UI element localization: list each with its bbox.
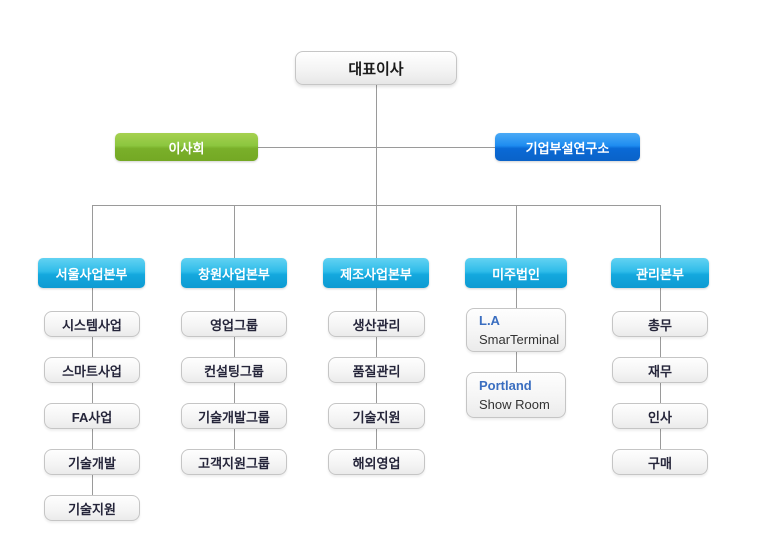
node-ceo: 대표이사 bbox=[295, 51, 457, 85]
node-division-americas: 미주법인 bbox=[465, 258, 567, 288]
connector-drop-seoul bbox=[92, 205, 93, 258]
node-unit: 생산관리 bbox=[328, 311, 425, 337]
node-division-manufacturing: 제조사업본부 bbox=[323, 258, 429, 288]
connector-drop-changwon bbox=[234, 205, 235, 258]
node-unit: FA사업 bbox=[44, 403, 140, 429]
node-unit: 컨설팅그룹 bbox=[181, 357, 287, 383]
node-unit: 기술개발그룹 bbox=[181, 403, 287, 429]
node-unit: 품질관리 bbox=[328, 357, 425, 383]
connector-level2 bbox=[258, 147, 495, 148]
connector-trunk bbox=[376, 85, 377, 205]
node-unit: 스마트사업 bbox=[44, 357, 140, 383]
connector-drop-manufacturing bbox=[376, 205, 377, 258]
unit-line1: Portland bbox=[479, 378, 532, 393]
node-division-management: 관리본부 bbox=[611, 258, 709, 288]
connector-drop-management bbox=[660, 205, 661, 258]
unit-line2: Show Room bbox=[479, 397, 550, 412]
node-unit: 고객지원그룹 bbox=[181, 449, 287, 475]
node-unit: 재무 bbox=[612, 357, 708, 383]
node-unit: 기술지원 bbox=[328, 403, 425, 429]
connector-drop-americas bbox=[516, 205, 517, 258]
node-unit: 인사 bbox=[612, 403, 708, 429]
node-unit-portland: Portland Show Room bbox=[466, 372, 566, 418]
node-board: 이사회 bbox=[115, 133, 258, 161]
unit-line1: L.A bbox=[479, 313, 500, 328]
node-unit-la: L.A SmarTerminal bbox=[466, 308, 566, 352]
node-unit: 총무 bbox=[612, 311, 708, 337]
connector-spine-seoul bbox=[92, 288, 93, 498]
node-unit: 기술개발 bbox=[44, 449, 140, 475]
node-unit: 기술지원 bbox=[44, 495, 140, 521]
node-unit: 영업그룹 bbox=[181, 311, 287, 337]
unit-line2: SmarTerminal bbox=[479, 332, 560, 347]
node-unit: 구매 bbox=[612, 449, 708, 475]
node-unit: 시스템사업 bbox=[44, 311, 140, 337]
node-research-institute: 기업부설연구소 bbox=[495, 133, 640, 161]
node-division-changwon: 창원사업본부 bbox=[181, 258, 287, 288]
node-division-seoul: 서울사업본부 bbox=[38, 258, 145, 288]
node-unit: 해외영업 bbox=[328, 449, 425, 475]
